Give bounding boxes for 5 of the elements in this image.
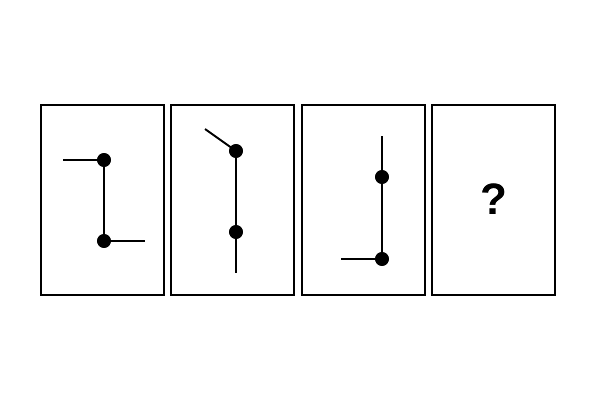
puzzle-panel [40,104,165,296]
answer-panel [431,104,556,296]
question-mark: ? [480,178,507,222]
puzzle-panel [170,104,295,296]
puzzle-panel [301,104,426,296]
